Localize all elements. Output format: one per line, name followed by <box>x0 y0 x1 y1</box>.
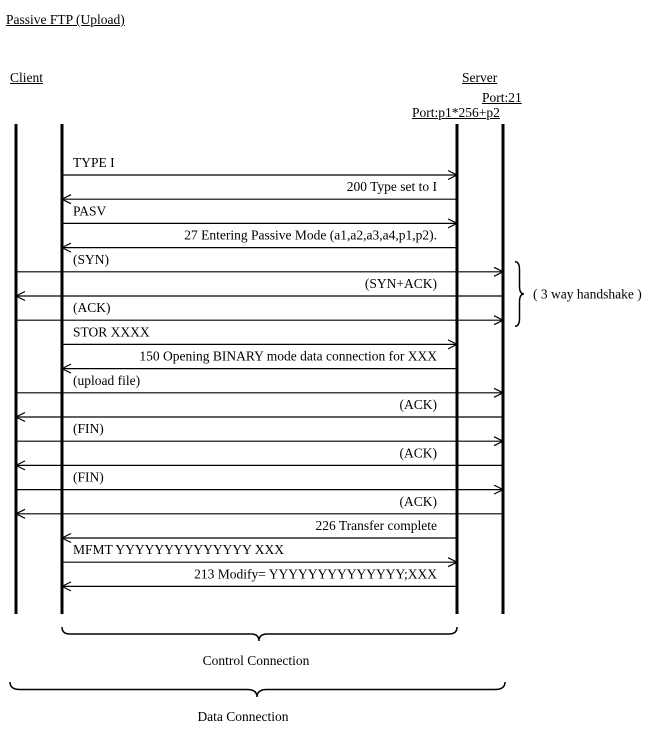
message-2: 200 Type set to I <box>60 179 457 205</box>
message-14: (FIN) <box>16 470 505 495</box>
client-heading: Client <box>10 70 43 85</box>
message-6: (SYN+ACK) <box>14 276 503 302</box>
handshake-brace <box>514 261 525 327</box>
arrowhead-icon <box>14 460 26 471</box>
message-17: MFMT YYYYYYYYYYYYYY XXX <box>62 542 459 568</box>
message-3: PASV <box>62 203 459 229</box>
message-label: (SYN) <box>73 252 109 267</box>
arrowhead-icon <box>447 339 459 350</box>
arrowhead-icon <box>60 581 72 592</box>
message-9: 150 Opening BINARY mode data connection … <box>60 349 457 374</box>
message-label: PASV <box>73 203 107 218</box>
message-label: MFMT YYYYYYYYYYYYYY XXX <box>73 542 284 557</box>
message-10: (upload file) <box>16 373 505 398</box>
message-12: (FIN) <box>16 421 505 447</box>
message-11: (ACK) <box>14 397 503 423</box>
message-label: (ACK) <box>400 397 438 412</box>
message-label: (ACK) <box>73 300 111 315</box>
message-13: (ACK) <box>14 445 503 471</box>
message-label: (upload file) <box>73 373 140 388</box>
message-label: (FIN) <box>73 470 104 485</box>
message-label: (FIN) <box>73 421 104 436</box>
arrowhead-icon <box>447 557 459 568</box>
message-label: (SYN+ACK) <box>365 276 437 291</box>
message-label: STOR XXXX <box>73 324 150 339</box>
arrowhead-icon <box>493 315 505 326</box>
arrowhead-icon <box>14 290 26 302</box>
arrowhead-icon <box>60 242 72 253</box>
message-5: (SYN) <box>16 252 505 277</box>
arrowhead-icon <box>60 532 72 544</box>
arrowhead-icon <box>447 218 459 229</box>
message-4: 27 Entering Passive Mode (a1,a2,a3,a4,p1… <box>60 228 457 253</box>
message-1: TYPE I <box>62 155 459 181</box>
arrowhead-icon <box>14 508 26 519</box>
arrowhead-icon <box>493 436 505 447</box>
control-connection-label: Control Connection <box>203 653 310 668</box>
message-label: (ACK) <box>400 494 438 509</box>
server-heading: Server <box>462 70 498 85</box>
message-label: 200 Type set to I <box>347 179 438 194</box>
message-label: 150 Opening BINARY mode data connection … <box>139 349 437 364</box>
data-port-label: Port:p1*256+p2 <box>412 105 500 120</box>
message-16: 226 Transfer complete <box>60 518 457 544</box>
message-label: 213 Modify= YYYYYYYYYYYYYY;XXX <box>194 566 437 581</box>
message-8: STOR XXXX <box>62 324 459 350</box>
control-port-label: Port:21 <box>482 90 522 105</box>
message-label: TYPE I <box>73 155 115 170</box>
data-connection-label: Data Connection <box>197 709 288 724</box>
arrowhead-icon <box>493 484 505 495</box>
arrowhead-icon <box>14 411 26 423</box>
arrowhead-icon <box>447 169 459 181</box>
data-connection-brace <box>9 681 506 698</box>
message-15: (ACK) <box>14 494 503 519</box>
diagram-title: Passive FTP (Upload) <box>6 12 125 27</box>
message-label: 27 Entering Passive Mode (a1,a2,a3,a4,p1… <box>184 228 437 243</box>
braces: ( 3 way handshake ) Control Connection D… <box>9 261 642 724</box>
messages: TYPE I 200 Type set to I PASV 27 Entering P… <box>14 155 505 592</box>
message-7: (ACK) <box>16 300 505 326</box>
arrowhead-icon <box>493 387 505 398</box>
arrowhead-icon <box>60 363 72 374</box>
message-label: 226 Transfer complete <box>316 518 437 533</box>
handshake-label: ( 3 way handshake ) <box>533 287 642 302</box>
message-18: 213 Modify= YYYYYYYYYYYYYY;XXX <box>60 566 457 592</box>
control-connection-brace <box>61 626 458 642</box>
arrowhead-icon <box>60 194 72 205</box>
arrowhead-icon <box>493 266 505 277</box>
message-label: (ACK) <box>400 445 438 460</box>
